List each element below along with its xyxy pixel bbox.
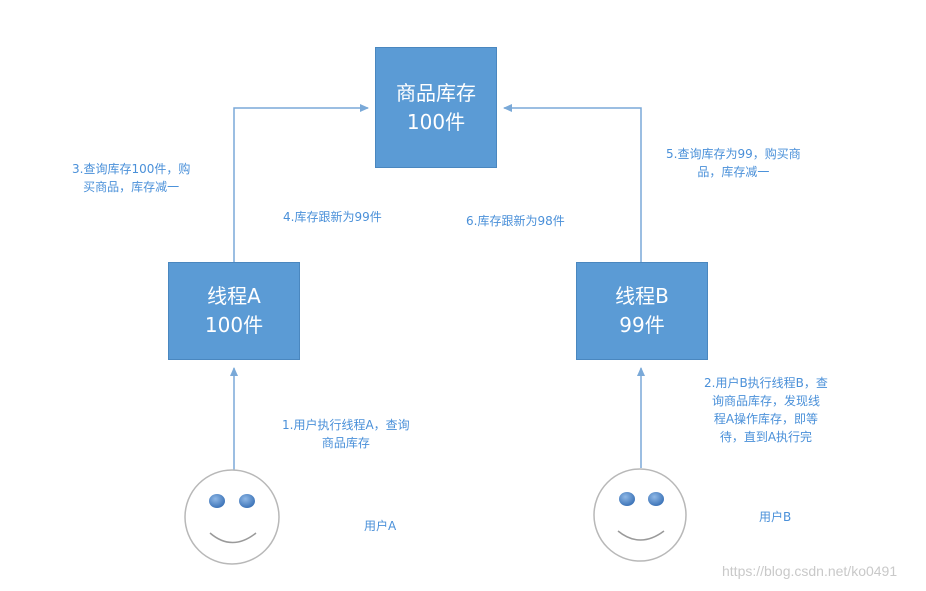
note-line: 3.查询库存100件，购 <box>72 162 191 176</box>
right-eye-icon <box>648 492 664 506</box>
smile-icon <box>209 532 257 544</box>
smile-icon <box>617 530 665 541</box>
user-a-label: 用户A <box>364 517 396 535</box>
user-a-smiley-icon <box>184 469 280 565</box>
note-line: 6.库存跟新为98件 <box>466 214 565 228</box>
left-eye-icon <box>209 494 225 508</box>
thread-a-title: 线程A <box>207 284 261 308</box>
thread-b-node: 线程B 99件 <box>576 262 708 360</box>
note-step-1: 1.用户执行线程A，查询 商品库存 <box>282 416 410 452</box>
arrow-thread-a-to-inventory <box>233 104 369 262</box>
thread-a-node: 线程A 100件 <box>168 262 300 360</box>
note-line: 1.用户执行线程A，查询 <box>282 418 410 432</box>
note-step-6: 6.库存跟新为98件 <box>466 212 565 230</box>
note-line: 4.库存跟新为99件 <box>283 210 382 224</box>
note-step-3: 3.查询库存100件，购 买商品，库存减一 <box>72 160 190 196</box>
inventory-node: 商品库存 100件 <box>375 47 497 168</box>
watermark-url: https://blog.csdn.net/ko0491 <box>722 563 898 579</box>
note-line: 商品库存 <box>321 436 370 450</box>
thread-a-count: 100件 <box>204 313 264 337</box>
inventory-count: 100件 <box>406 109 466 134</box>
note-line: 程A操作库存，即等 <box>713 412 819 426</box>
thread-b-count: 99件 <box>619 313 665 337</box>
inventory-title: 商品库存 <box>396 80 476 105</box>
note-line: 2.用户B执行线程B，查 <box>704 376 828 390</box>
note-line: 买商品，库存减一 <box>83 180 180 194</box>
right-eye-icon <box>239 494 255 508</box>
note-step-2: 2.用户B执行线程B，查 询商品库存，发现线 程A操作库存，即等 待，直到A执行… <box>704 374 828 446</box>
note-step-4: 4.库存跟新为99件 <box>283 208 382 226</box>
thread-b-title: 线程B <box>615 284 669 308</box>
note-line: 5.查询库存为99，购买商 <box>666 147 801 161</box>
user-b-label: 用户B <box>759 508 791 526</box>
note-line: 品，库存减一 <box>697 165 770 179</box>
user-b-smiley-icon <box>593 468 687 562</box>
note-line: 询商品库存，发现线 <box>711 394 820 408</box>
note-line: 待，直到A执行完 <box>719 430 813 444</box>
left-eye-icon <box>619 492 635 506</box>
arrow-thread-b-to-inventory <box>503 104 642 262</box>
user-b-label-text: 用户B <box>759 510 792 524</box>
note-step-5: 5.查询库存为99，购买商 品，库存减一 <box>666 145 801 181</box>
user-a-label-text: 用户A <box>364 519 397 533</box>
